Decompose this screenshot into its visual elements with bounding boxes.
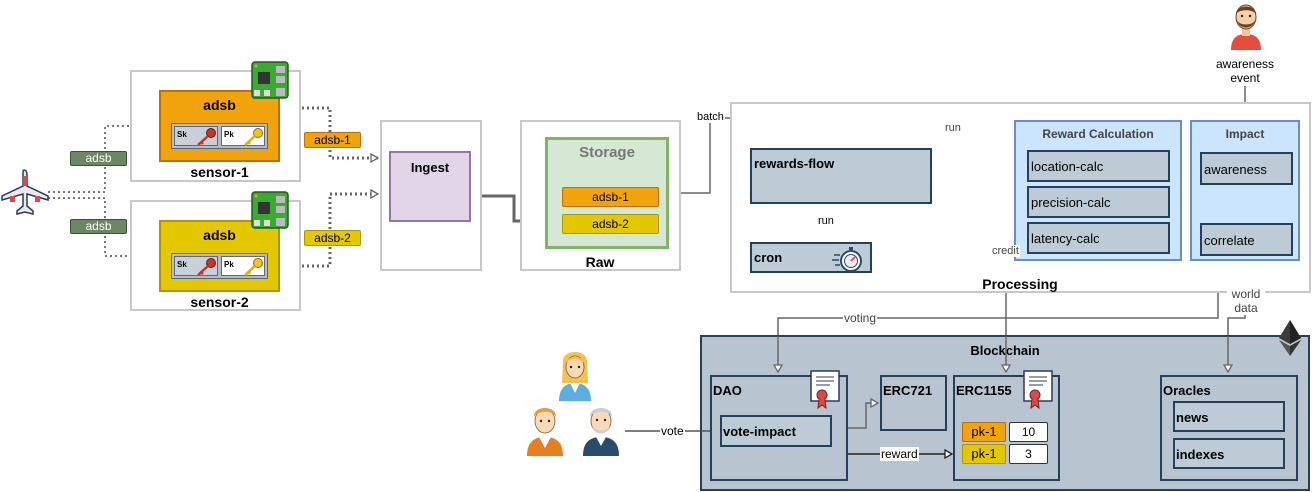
sensor-1-pk-label: Pk	[224, 130, 234, 139]
location-calc-label: location-calc	[1031, 159, 1104, 174]
cron-node: cron	[750, 242, 872, 273]
sensor-2-pk-label: Pk	[224, 260, 234, 269]
sensor-2-sk: Sk	[174, 256, 218, 276]
erc721-title: ERC721	[883, 383, 933, 398]
blockchain-title: Blockchain	[970, 343, 1040, 358]
ingest-title: Ingest	[410, 160, 450, 175]
person-icon	[1231, 4, 1261, 50]
run-label: run	[944, 122, 962, 134]
indexes-node: indexes	[1173, 438, 1285, 469]
key-icon	[244, 128, 263, 146]
certificate-icon	[810, 370, 840, 410]
sensor-1-pk: Pk	[221, 126, 265, 146]
location-calc-node: location-calc	[1027, 150, 1170, 182]
stopwatch-icon	[832, 247, 862, 272]
precision-calc-label: precision-calc	[1031, 195, 1111, 210]
vote-impact-node: vote-impact	[720, 415, 832, 447]
sensor1-to-ingest	[282, 106, 378, 158]
sensor-1-device: adsb Sk Pk	[159, 90, 280, 162]
awareness-label: awareness	[1204, 162, 1267, 177]
awareness-event-line1: awareness	[1215, 57, 1275, 71]
sensor-1-sk-label: Sk	[177, 130, 187, 139]
news-node: news	[1173, 401, 1285, 432]
oracles-title: Oracles	[1163, 383, 1211, 398]
vote-label: vote	[660, 424, 685, 438]
vote-impact-label: vote-impact	[723, 424, 796, 439]
ethereum-icon	[1279, 320, 1301, 356]
key-icon	[197, 258, 216, 276]
dao-title: DAO	[713, 383, 742, 398]
oracles-node: Oracles news indexes	[1160, 375, 1298, 481]
batch-label: batch	[696, 111, 725, 123]
raspberry-pi-icon	[251, 61, 289, 99]
ingest-node: Ingest	[389, 151, 471, 222]
correlate-label: correlate	[1204, 233, 1255, 248]
processing-title: Processing	[982, 276, 1058, 292]
sensor-2-name: sensor-2	[190, 294, 249, 310]
erc1155-title: ERC1155	[956, 383, 1012, 398]
erc1155-row-1-value: 10	[1009, 422, 1048, 442]
erc1155-row-1-key: pk-1	[962, 422, 1006, 442]
world-data-label-line2: data	[1227, 301, 1265, 315]
correlate-node: correlate	[1200, 223, 1293, 256]
precision-calc-node: precision-calc	[1027, 186, 1170, 218]
sensor-2-keys: Sk Pk	[171, 253, 268, 279]
person-icon	[583, 408, 619, 456]
sensor-1-keys: Sk Pk	[171, 123, 268, 149]
key-icon	[244, 258, 263, 276]
sensor-1-box-label: adsb	[203, 97, 236, 113]
airplane-link-label-bottom: adsb	[70, 219, 127, 234]
person-icon	[559, 352, 591, 401]
airplane-link-label-top: adsb	[70, 151, 127, 166]
storage-node: Storage adsb-1 adsb-2	[545, 137, 669, 249]
awareness-event-line2: event	[1230, 71, 1260, 85]
sensor-1-output-tag: adsb-1	[304, 132, 361, 148]
latency-calc-node: latency-calc	[1027, 222, 1170, 254]
certificate-icon	[1023, 370, 1053, 410]
raw-title: Raw	[585, 254, 615, 270]
reward-label: reward	[880, 447, 919, 461]
sensor-2-sk-label: Sk	[177, 260, 187, 269]
latency-calc-label: latency-calc	[1031, 231, 1100, 246]
erc721-node: ERC721	[880, 375, 947, 431]
news-label: news	[1176, 410, 1209, 425]
erc1155-row-2-key: pk-1	[962, 444, 1006, 464]
voting-label: voting	[843, 311, 878, 325]
rewards-flow-node: rewards-flow	[750, 148, 932, 204]
cron-label: cron	[754, 250, 783, 265]
sensor-2-output-tag: adsb-2	[304, 230, 361, 246]
person-icon	[527, 408, 563, 456]
key-icon	[197, 128, 216, 146]
sensor-2-pk: Pk	[221, 256, 265, 276]
reward-calculation-group: Reward Calculation location-calc precisi…	[1014, 120, 1182, 261]
sensor-2-box-label: adsb	[203, 227, 236, 243]
dao-node: DAO vote-impact	[710, 375, 848, 481]
world-data-label-line1: world	[1227, 287, 1265, 301]
raspberry-pi-icon	[251, 191, 289, 229]
airplane-icon	[0, 166, 52, 218]
cron-run-label: run	[817, 215, 835, 227]
sensor-1-sk: Sk	[174, 126, 218, 146]
storage-item-adsb-2: adsb-2	[562, 214, 659, 234]
storage-item-adsb-1: adsb-1	[562, 187, 659, 207]
erc1155-row-2-value: 3	[1009, 444, 1048, 464]
sensor-1-name: sensor-1	[190, 164, 249, 180]
indexes-label: indexes	[1176, 447, 1225, 462]
sensor-2-device: adsb Sk Pk	[159, 220, 280, 292]
reward-calculation-title: Reward Calculation	[1042, 127, 1154, 141]
awareness-node: awareness	[1200, 152, 1293, 185]
storage-title: Storage	[579, 144, 635, 161]
impact-title: Impact	[1225, 127, 1265, 141]
credit-label: credit	[991, 245, 1020, 257]
impact-group: Impact awareness correlate	[1190, 120, 1300, 261]
rewards-flow-label: rewards-flow	[754, 156, 835, 171]
